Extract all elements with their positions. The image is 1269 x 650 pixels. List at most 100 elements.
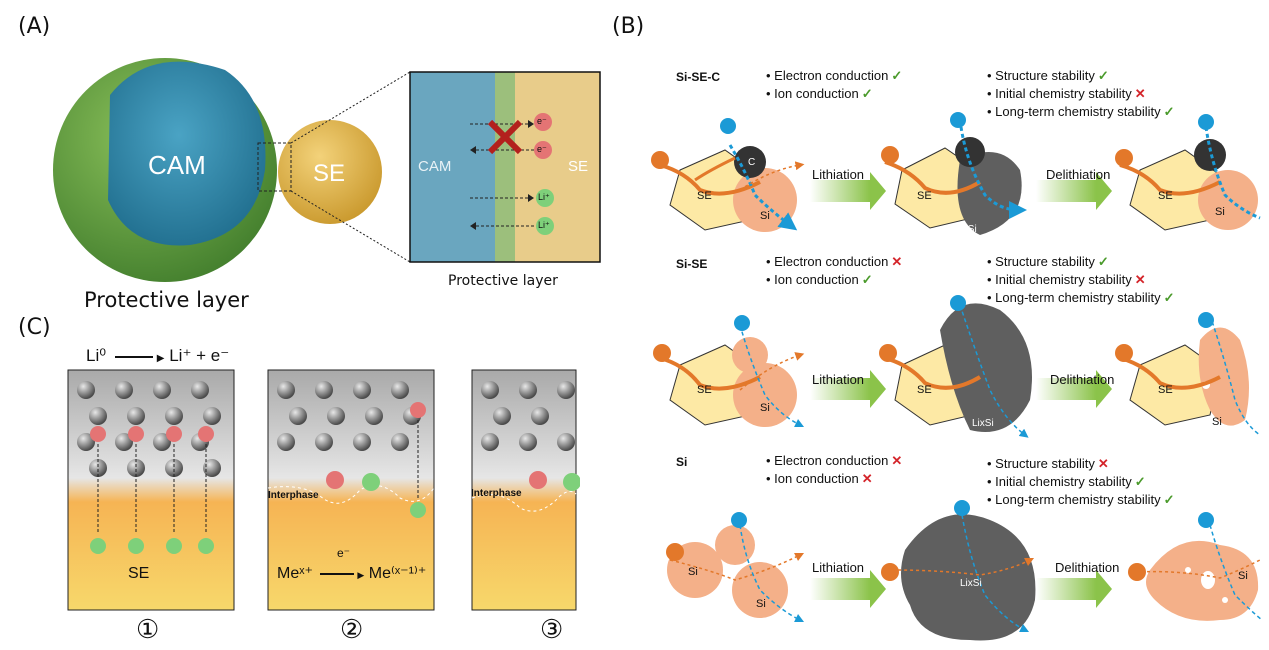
panel-label-b: (B): [612, 14, 645, 39]
metal-atom: [391, 381, 409, 399]
se-label-r1: SE: [697, 190, 712, 202]
delithiation-arrow-1: [1036, 180, 1096, 202]
inset-se-label: SE: [568, 158, 589, 175]
se-label: SE: [313, 160, 346, 187]
si-label-r1: Si: [760, 210, 770, 222]
bullet-item: • Structure stability✓: [987, 68, 1109, 83]
li-ion-sphere: [362, 473, 380, 491]
inset-li-2: Li⁺: [538, 220, 550, 230]
inset-li-1: Li⁺: [538, 192, 550, 202]
delithiation-arrow-2: [1036, 378, 1096, 400]
delithiation-label-2: Delithiation: [1050, 372, 1115, 387]
panel-label-c: (C): [18, 315, 51, 340]
si-label-r3b: Si: [756, 598, 766, 610]
step-2-label: ②: [340, 614, 364, 644]
interphase-label-box2: Interphase: [268, 490, 319, 501]
si-label-r3c: Si: [1238, 570, 1248, 582]
se-label-box1: SE: [128, 565, 150, 582]
metal-atom: [277, 433, 295, 451]
row1-stage2: [881, 112, 1027, 235]
reaction-equation: Li⁰ ▶ Li⁺ + e⁻: [86, 346, 230, 365]
metal-atom: [365, 407, 383, 425]
cam-core: [108, 61, 266, 246]
metal-atom: [115, 381, 133, 399]
lixsi-label-r3: LixSi: [960, 578, 982, 589]
bullet-item: • Ion conduction✓: [766, 272, 873, 287]
se-label-r1b: SE: [917, 190, 932, 202]
bullet-item: • Initial chemistry stability✕: [987, 272, 1146, 287]
metal-atom: [481, 433, 499, 451]
zoom-box: [257, 142, 292, 192]
metal-atom: [77, 433, 95, 451]
metal-atom: [519, 381, 537, 399]
bullet-item: • Initial chemistry stability✕: [987, 86, 1146, 101]
row-title-si-se-c: Si-SE-C: [676, 70, 721, 84]
bullet-item: • Long-term chemistry stability✓: [987, 290, 1175, 305]
cam-label: CAM: [148, 150, 206, 180]
sphere-caption: Protective layer: [84, 288, 249, 312]
bullet-item: • Structure stability✓: [987, 254, 1109, 269]
metal-atom: [289, 407, 307, 425]
metal-atom: [115, 433, 133, 451]
panel-c-diagram: [67, 369, 580, 611]
metal-atom: [89, 459, 107, 477]
lixsi-label-r2: LixSi: [972, 418, 994, 429]
metal-atom: [153, 381, 171, 399]
row2-stage3: [1115, 312, 1261, 436]
se-particle: [278, 120, 382, 224]
si-label-r1c: Si: [1215, 206, 1225, 218]
metal-atom: [191, 381, 209, 399]
row-title-si: Si: [676, 455, 688, 469]
row3-stage1: [666, 512, 805, 623]
metal-atom: [481, 381, 499, 399]
row1-stage1: [651, 118, 805, 232]
metal-atom: [327, 407, 345, 425]
row3-left-list: • Electron conduction✕ • Ion conduction✕: [766, 452, 902, 488]
inset-se-region: [515, 72, 600, 262]
metal-atom: [519, 433, 537, 451]
row1-left-list: • Electron conduction✓ • Ion conduction✓: [766, 67, 902, 103]
row-title-si-se: Si-SE: [676, 257, 708, 271]
lithiation-arrow-1: [810, 180, 870, 202]
inset-protective-layer: [495, 72, 515, 262]
panel-a-diagram: [53, 58, 601, 282]
metal-atom: [353, 381, 371, 399]
metal-atom: [203, 407, 221, 425]
delithiation-label-1: Delithiation: [1046, 167, 1111, 182]
metal-atom: [277, 381, 295, 399]
panel-b-diagram: [651, 112, 1263, 641]
metal-atom: [557, 381, 575, 399]
metal-atom: [493, 407, 511, 425]
lithiation-label-1: Lithiation: [812, 167, 865, 182]
metal-atom: [153, 433, 171, 451]
inset-caption: Protective layer: [448, 273, 558, 289]
electron-sphere: [90, 426, 106, 442]
row3-stage3: [1128, 512, 1263, 621]
bullet-item: • Electron conduction✓: [766, 68, 903, 83]
li-ion-sphere: [166, 538, 182, 554]
delithiation-arrow-3: [1036, 578, 1096, 600]
electron-sphere: [326, 471, 344, 489]
metal-atom: [127, 407, 145, 425]
inset-electron-1: e⁻: [537, 116, 547, 126]
li-ion-sphere: [563, 473, 580, 491]
box-3: [471, 369, 577, 611]
row2-left-list: • Electron conduction✕ • Ion conduction✓: [766, 253, 902, 289]
li-ion-sphere: [410, 502, 426, 518]
electron-sphere: [529, 471, 547, 489]
se-label-r2: SE: [697, 384, 712, 396]
metal-atom: [89, 407, 107, 425]
lithiation-arrow-3: [810, 578, 870, 600]
si-label-r2: Si: [760, 402, 770, 414]
lixsi-label-r1: LixSi: [955, 224, 977, 235]
bullet-item: • Structure stability✕: [987, 456, 1109, 471]
row2-right-list: • Structure stability✓ • Initial chemist…: [987, 253, 1175, 307]
bullet-item: • Initial chemistry stability✓: [987, 474, 1146, 489]
bullet-item: • Ion conduction✕: [766, 471, 873, 486]
step-3-label: ③: [540, 614, 564, 644]
metal-atom: [77, 381, 95, 399]
me-electron-label: e⁻: [337, 546, 351, 560]
row1-stage3: [1115, 114, 1261, 231]
metal-atom: [531, 407, 549, 425]
lithiation-label-2: Lithiation: [812, 372, 865, 387]
